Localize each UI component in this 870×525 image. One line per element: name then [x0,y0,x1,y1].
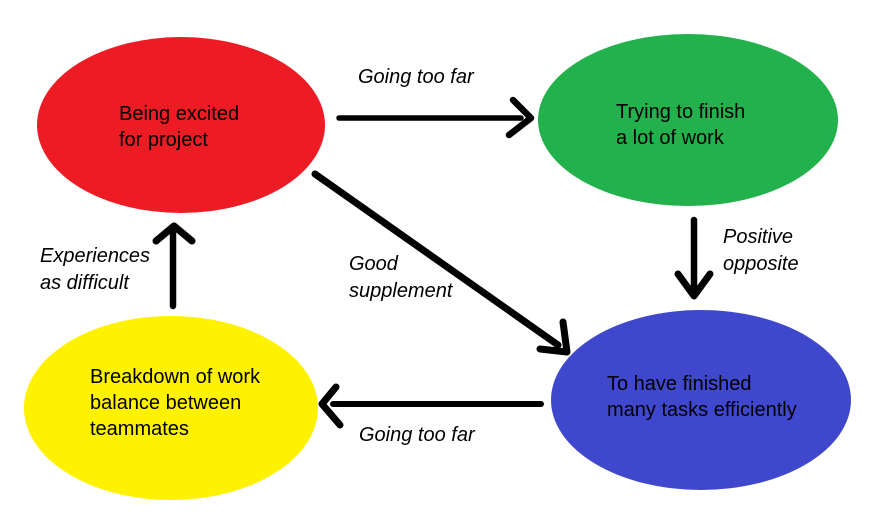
node-breakdown-ellipse [24,316,318,500]
node-finished-ellipse [551,310,851,490]
node-breakdown-label: Breakdown of work balance between teamma… [90,366,261,440]
arrow-breakdown-to-excited [152,222,196,310]
node-excited-label: Being excited for project [119,103,240,151]
arrow-excited-to-trying [336,96,535,139]
node-trying-label: Trying to finish a lot of work [616,101,746,149]
edge-label-positive-opposite: Positive opposite [723,226,799,275]
node-excited-ellipse [37,37,325,213]
arrow-finished-to-breakdown [318,383,544,429]
node-trying-ellipse [538,34,838,206]
edge-label-experiences-as-difficult: Experiences as difficult [40,245,151,294]
arrow-excited-to-finished [311,170,571,356]
edge-label-going-too-far-top: Going too far [358,66,474,88]
node-finished-label: To have finished many tasks efficiently [607,373,797,421]
arrow-trying-to-finished [674,216,714,300]
edge-label-going-too-far-bottom: Going too far [359,424,475,446]
edge-label-good-supplement: Good supplement [349,253,453,302]
